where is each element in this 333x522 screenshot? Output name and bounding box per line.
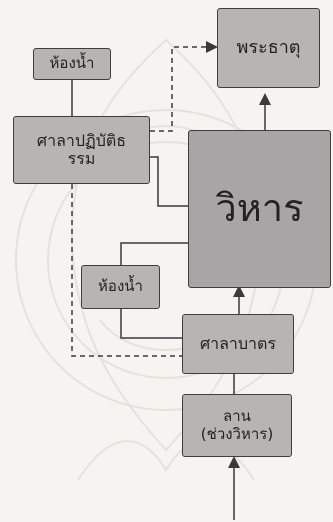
restroom-top-label: ห้องน้ำ (49, 54, 95, 73)
edge-restroom-mid-vihara (120, 242, 188, 265)
chedi-node: พระธาตุ (217, 8, 320, 88)
courtyard-node: ลาน (ช่วงวิหาร) (182, 394, 292, 457)
vihara-node: วิหาร (188, 130, 331, 288)
restroom-mid-node: ห้องน้ำ (81, 265, 160, 309)
vihara-label: วิหาร (215, 186, 304, 231)
edge-practice-hall-chedi-dashed (150, 41, 218, 132)
edge-practice-hall-alms-hall-dashed (71, 184, 182, 357)
courtyard-label: ลาน (ช่วงวิหาร) (200, 407, 274, 443)
practice-hall-node: ศาลาปฏิบัติธ รรม (13, 116, 150, 184)
chedi-label: พระธาตุ (236, 36, 301, 58)
alms-hall-node: ศาลาบาตร (182, 314, 294, 374)
alms-hall-label: ศาลาบาตร (199, 333, 277, 353)
edge-restroom-mid-alms-hall (120, 309, 182, 339)
restroom-top-node: ห้องน้ำ (33, 48, 111, 80)
restroom-mid-label: ห้องน้ำ (98, 277, 143, 296)
practice-hall-label: ศาลาปฏิบัติธ รรม (36, 130, 127, 168)
